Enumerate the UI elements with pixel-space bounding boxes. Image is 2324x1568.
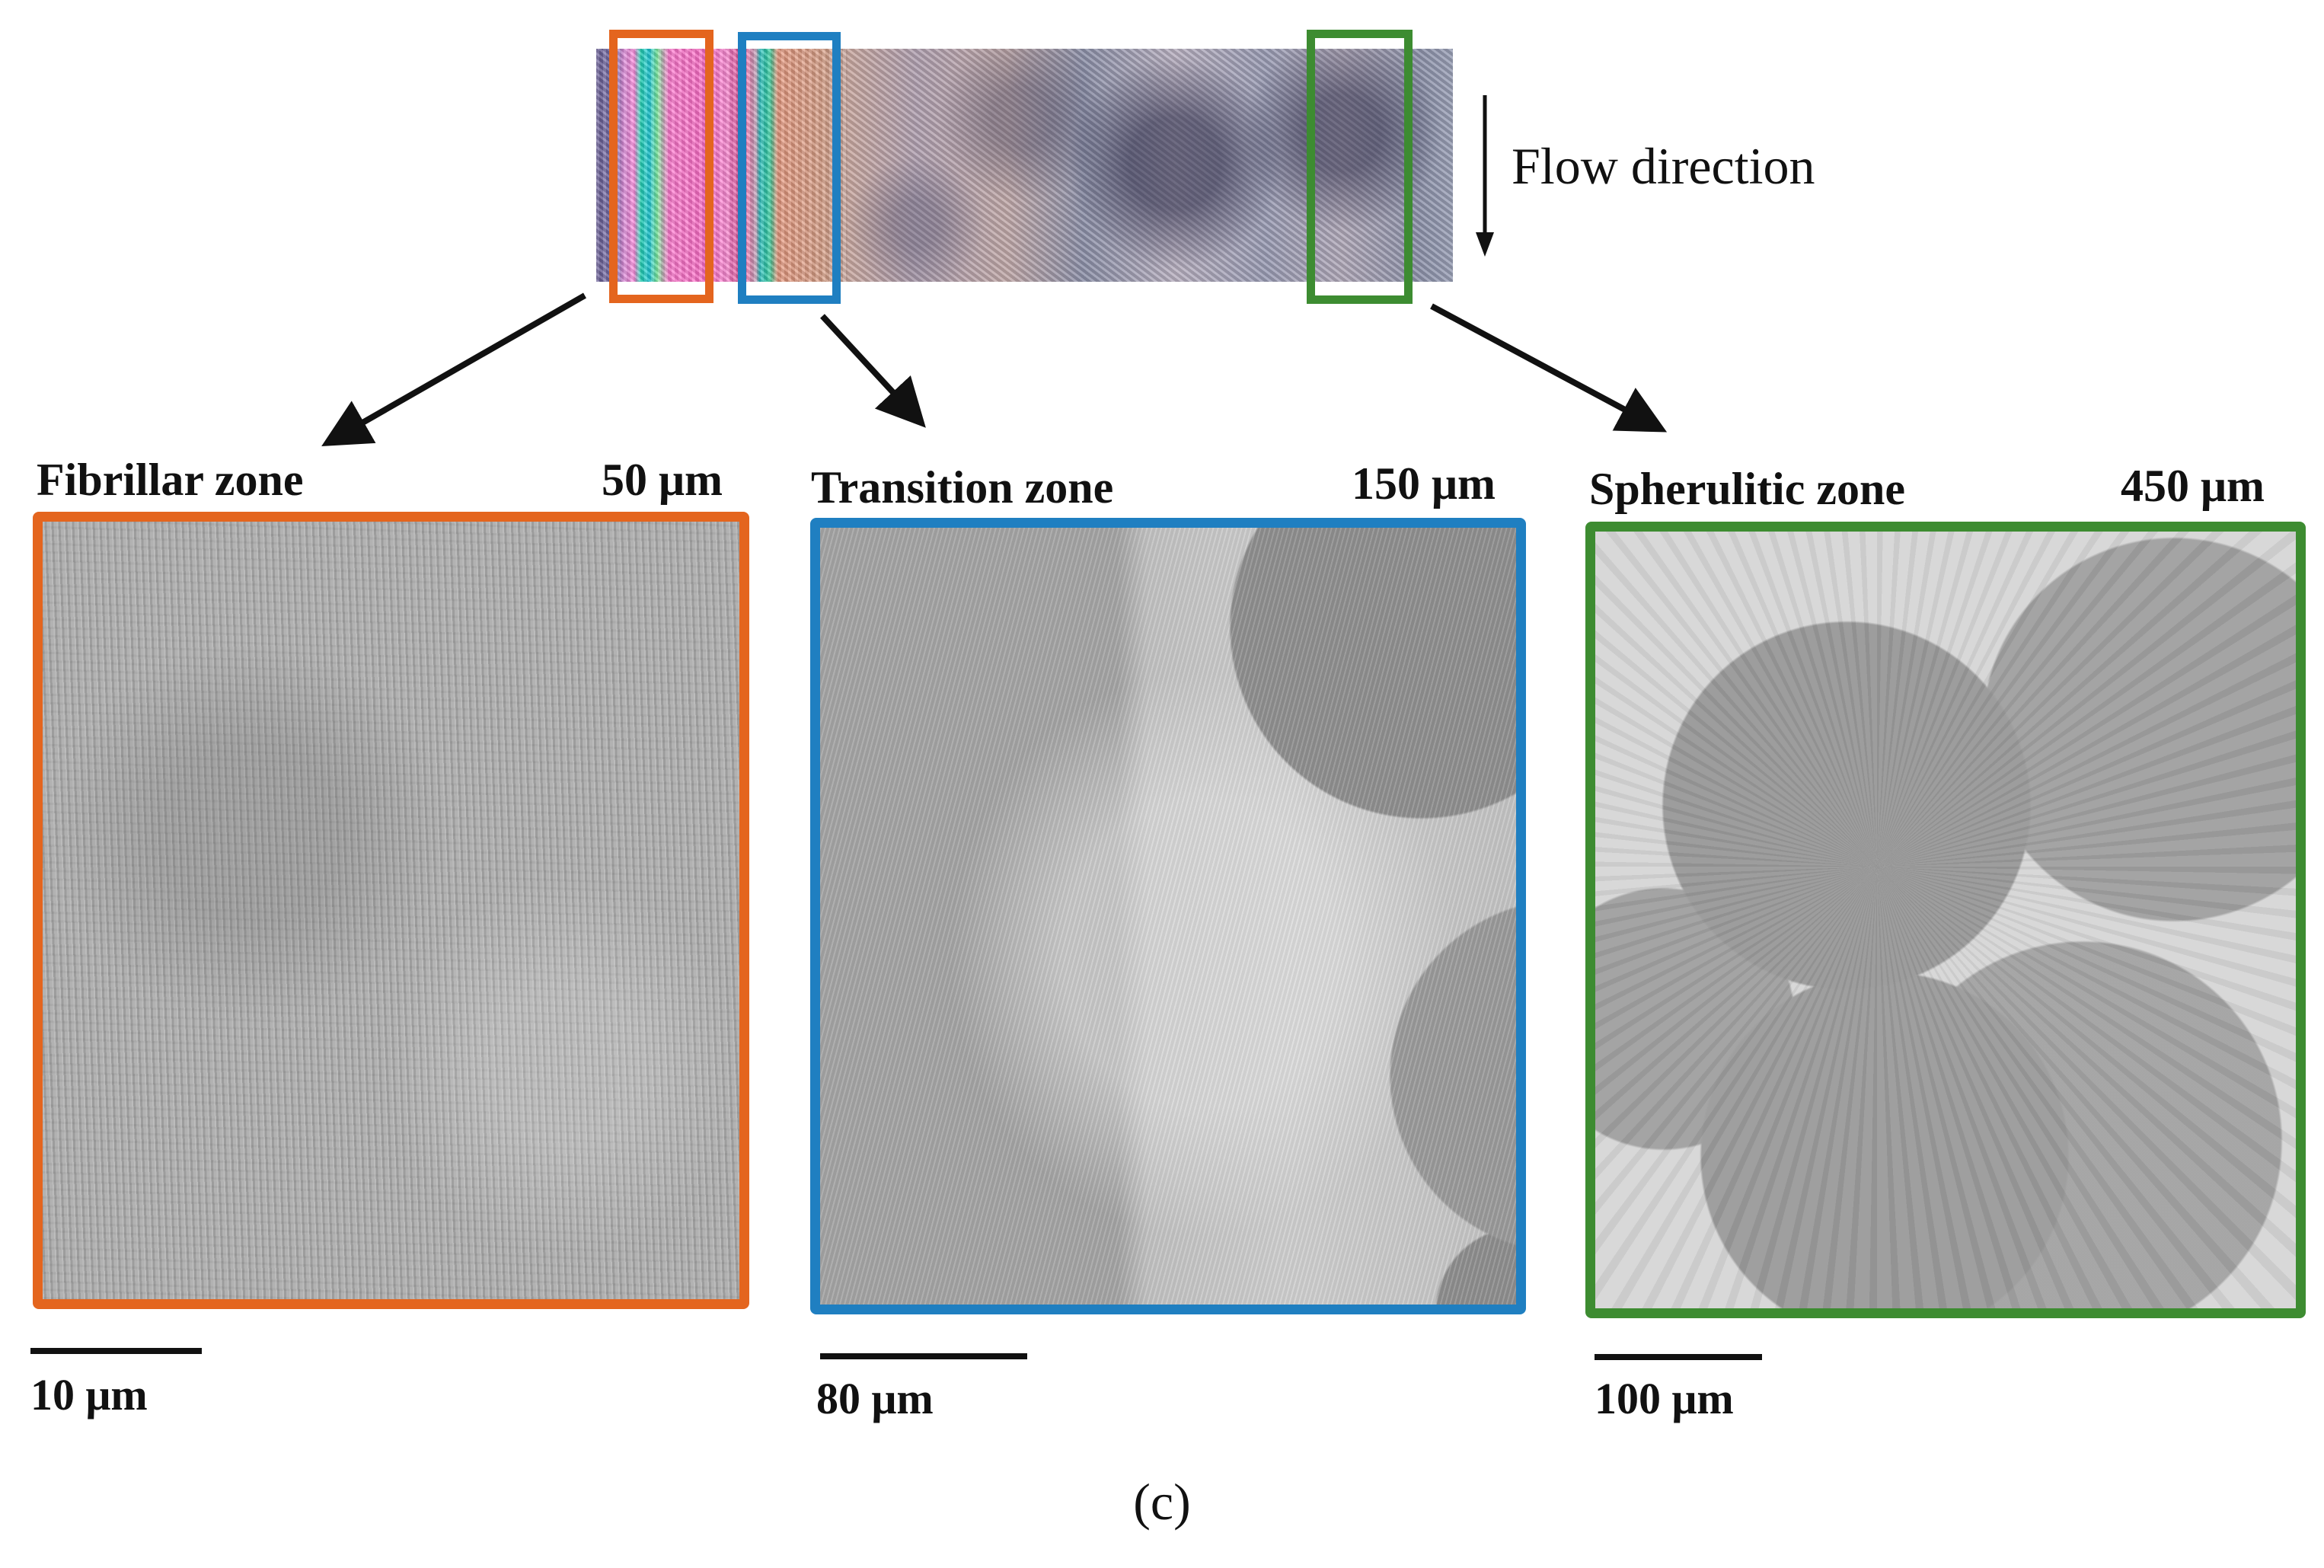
fibrillar-zone-marker — [609, 30, 713, 303]
spherulitic-scale-label: 100 μm — [1595, 1374, 1734, 1423]
transition-zone-marker — [738, 32, 841, 304]
flow-direction-arrow-icon — [1476, 95, 1494, 257]
spherulitic-scale-bar — [1595, 1354, 1762, 1360]
transition-scale-label: 80 μm — [816, 1374, 934, 1423]
figure-caption: (c) — [1133, 1473, 1191, 1531]
fibrillar-scale-label: 10 μm — [30, 1370, 148, 1420]
arrow-to-spherulitic — [1430, 303, 1668, 433]
spherulitic-zone-depth: 450 μm — [2121, 461, 2265, 511]
arrow-to-transition — [820, 314, 926, 428]
transition-zone-title: Transition zone — [811, 462, 1114, 513]
transition-scale-bar — [820, 1353, 1027, 1359]
fibrillar-scale-bar — [30, 1348, 202, 1354]
fibrillar-zone-depth: 50 μm — [602, 455, 723, 505]
fibrillar-zone-sem-image — [33, 512, 749, 1309]
fibrillar-zone-title: Fibrillar zone — [37, 455, 304, 505]
flow-direction-label: Flow direction — [1512, 137, 1815, 195]
arrow-to-fibrillar — [321, 292, 586, 446]
transition-zone-sem-image — [810, 518, 1526, 1314]
spherulitic-zone-marker — [1307, 30, 1413, 304]
spherulitic-zone-sem-image — [1585, 522, 2306, 1318]
transition-zone-depth: 150 μm — [1352, 458, 1496, 509]
spherulitic-zone-title: Spherulitic zone — [1589, 464, 1905, 514]
